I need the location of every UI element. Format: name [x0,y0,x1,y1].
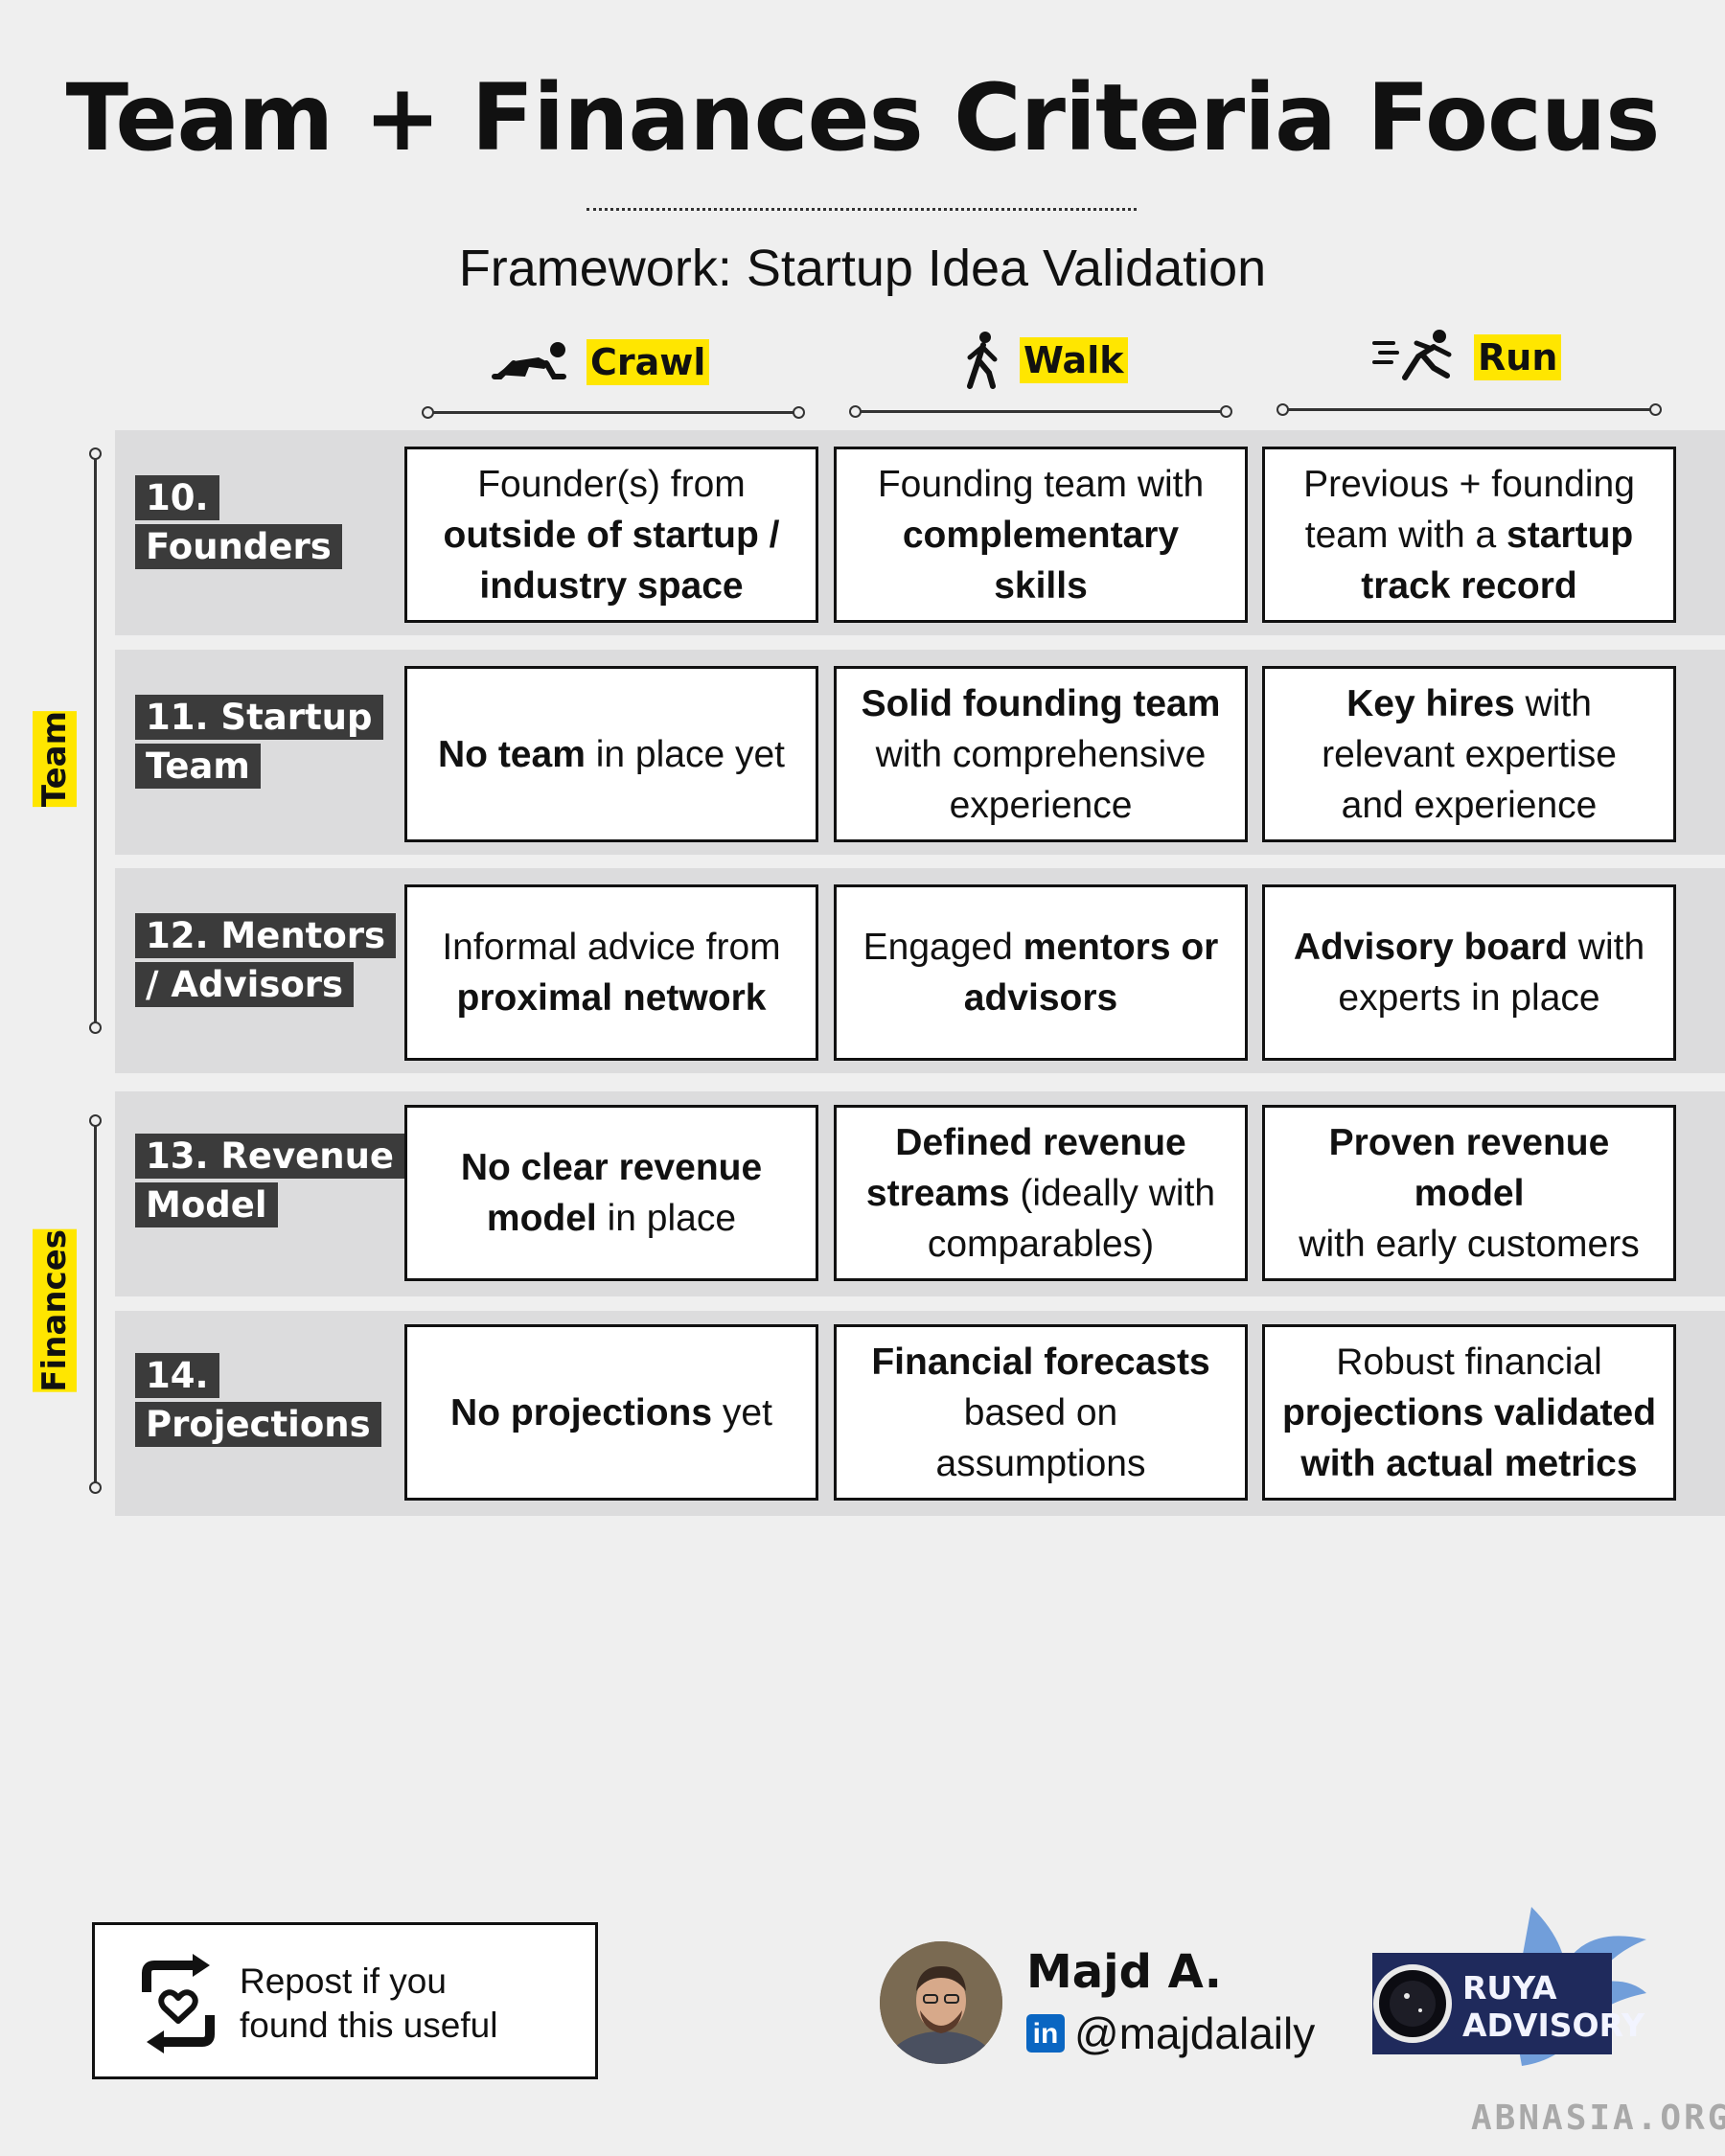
author-handle-link[interactable]: in @majdalaily [1026,2007,1315,2060]
svg-text:RUYA: RUYA [1462,1969,1557,2007]
criteria-cell-crawl: No team in place yet [404,666,818,842]
title-divider [586,208,1137,211]
stage-header-run: Run [1372,324,1562,391]
repost-heart-icon [142,1954,215,2053]
stage-rule-run [1276,403,1662,416]
page-title: Team + Finances Criteria Focus [65,64,1661,172]
stage-label-walk: Walk [1020,337,1128,383]
running-person-icon [1372,330,1452,380]
stage-rule-crawl [422,406,805,419]
stage-header-walk: Walk [962,327,1128,394]
watermark: ABNASIA.ORG [1471,2099,1725,2138]
subtitle: Framework: Startup Idea Validation [458,240,1267,297]
stage-label-run: Run [1474,334,1562,380]
ruya-advisory-logo: RUYA ADVISORY [1372,1907,1646,2066]
author-avatar [880,1941,1002,2064]
svg-text:ADVISORY: ADVISORY [1462,2007,1645,2044]
stage-rule-walk [849,405,1232,418]
stage-label-crawl: Crawl [586,339,710,385]
repost-text: Repost if you found this useful [240,1961,498,2045]
stage-header-crawl: Crawl [491,329,710,396]
repost-card[interactable]: Repost if you found this useful [92,1922,598,2079]
author-handle: @majdalaily [1074,2008,1316,2058]
crawling-person-icon [492,342,566,379]
finances-bracket [89,1114,102,1494]
criteria-cell-crawl: No projections yet [404,1324,818,1501]
row-label: 10.Founders [135,473,342,571]
group-label-finances: Finances [33,1229,77,1392]
walking-person-icon [967,332,998,389]
group-label-team: Team [33,711,77,808]
row-label: 12. Mentors/ Advisors [135,911,397,1009]
team-bracket [89,447,102,1034]
row-label: 14.Projections [135,1351,381,1449]
author-name: Majd A. [1026,1945,1222,1999]
linkedin-icon: in [1026,2014,1065,2053]
